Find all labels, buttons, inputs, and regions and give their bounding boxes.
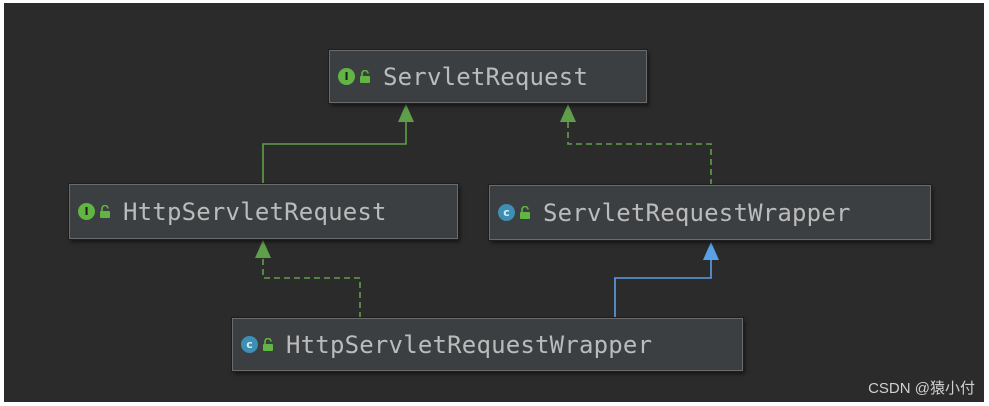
interface-icon: I — [338, 68, 355, 85]
watermark: CSDN @猿小付 — [868, 380, 975, 397]
node-label: ServletRequestWrapper — [543, 198, 851, 227]
edge-httpwrapper-extends-wrapper — [614, 260, 712, 318]
interface-icon: I — [78, 203, 95, 220]
node-http-servlet-request-wrapper[interactable]: c HttpServletRequestWrapper — [232, 318, 743, 371]
node-servlet-request[interactable]: I ServletRequest — [329, 50, 647, 103]
node-servlet-request-wrapper[interactable]: c ServletRequestWrapper — [489, 185, 931, 240]
node-label: ServletRequest — [383, 62, 589, 91]
unlocked-icon — [520, 205, 530, 219]
class-icon: c — [241, 336, 258, 353]
arrowhead-servlet-request — [398, 104, 414, 122]
class-icon: c — [498, 204, 515, 221]
arrowhead-http-servlet-request — [255, 240, 271, 258]
node-label: HttpServletRequest — [123, 197, 387, 226]
arrowhead-servlet-request-wrapper — [703, 242, 719, 260]
unlocked-icon — [263, 337, 273, 351]
edge-wrapper-implements-servlet — [567, 122, 712, 185]
edge-httpwrapper-implements-http — [262, 258, 361, 318]
node-http-servlet-request[interactable]: I HttpServletRequest — [69, 184, 458, 239]
unlocked-icon — [360, 69, 370, 83]
node-label: HttpServletRequestWrapper — [286, 330, 653, 359]
unlocked-icon — [100, 204, 110, 218]
edge-http-extends-servlet — [262, 122, 407, 183]
arrowhead-servlet-request-2 — [560, 104, 576, 122]
